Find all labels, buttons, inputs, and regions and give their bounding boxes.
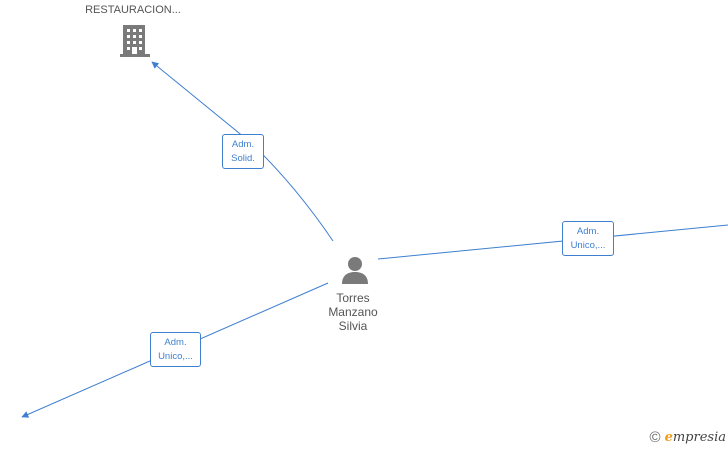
edge-label-line: Adm. bbox=[576, 226, 600, 237]
person-node-label[interactable]: Torres Manzano Silvia bbox=[303, 291, 403, 333]
edge-label-lower-left[interactable]: Adm. Unico,... bbox=[150, 332, 201, 367]
edge-label-line: Adm. bbox=[231, 139, 255, 150]
edge-line-right bbox=[377, 224, 728, 260]
edge-label-line: Adm. bbox=[164, 337, 187, 348]
person-icon[interactable] bbox=[340, 255, 370, 285]
company-node-label[interactable]: RESTAURACION... bbox=[85, 4, 181, 16]
edge-label-line: Unico,... bbox=[158, 351, 193, 362]
edge-label-right[interactable]: Adm. Unico,... bbox=[562, 221, 614, 256]
person-name-line-2: Manzano bbox=[328, 305, 378, 319]
empresia-watermark: © empresia bbox=[650, 429, 726, 446]
edge-label-line: Unico,... bbox=[570, 240, 606, 251]
copyright-icon: © bbox=[649, 429, 661, 446]
edge-label-company[interactable]: Adm. Solid. bbox=[222, 134, 264, 169]
edge-label-line: Solid. bbox=[231, 153, 255, 164]
person-name-line-3: Silvia bbox=[338, 319, 368, 333]
building-icon[interactable] bbox=[119, 22, 151, 58]
brand-logo: empresia bbox=[664, 430, 726, 445]
person-name-line-1: Torres bbox=[336, 291, 370, 305]
